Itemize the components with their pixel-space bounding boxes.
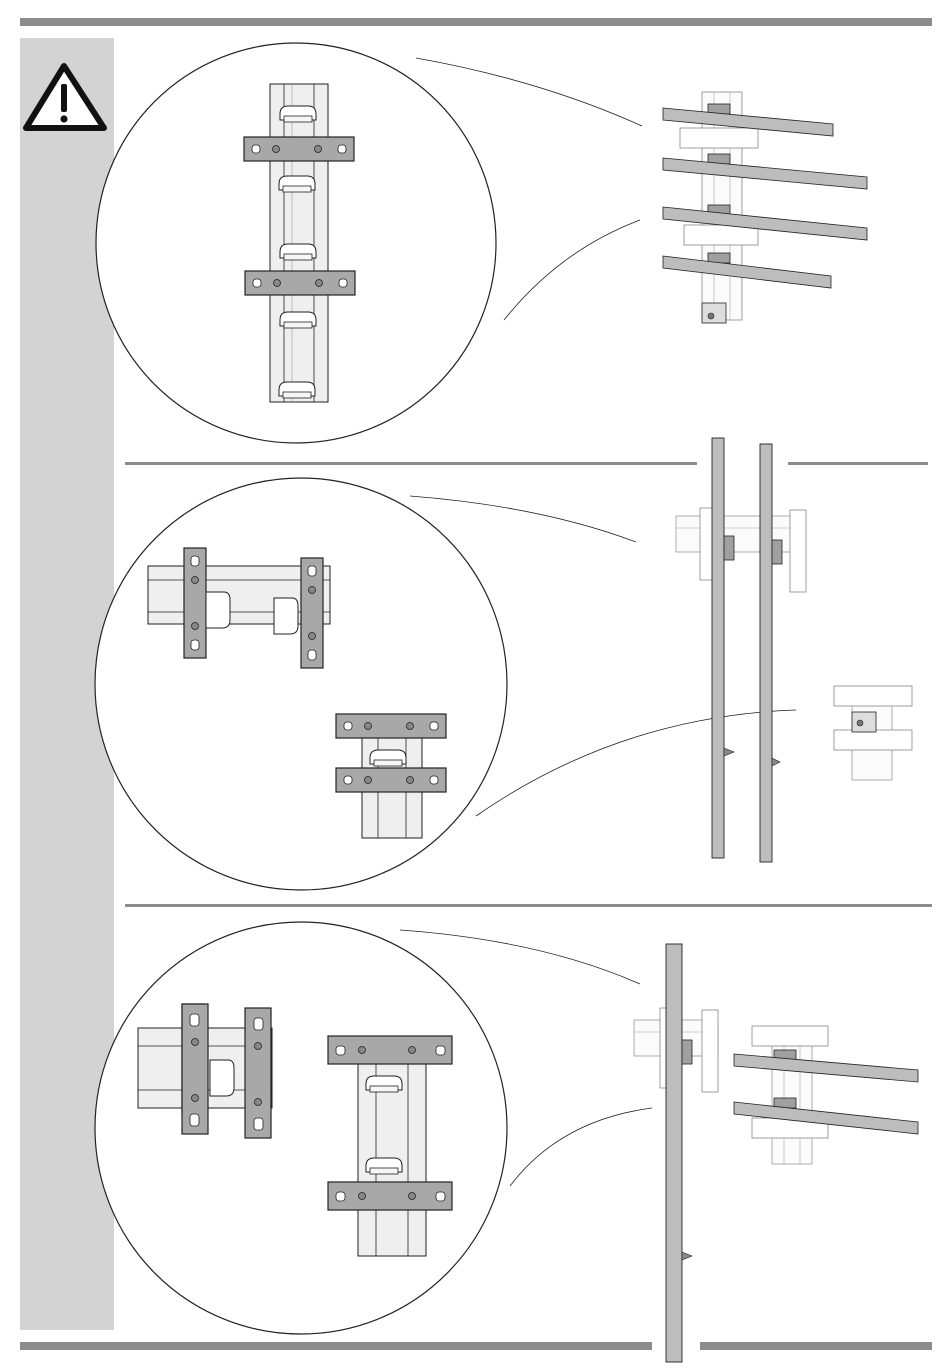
step-2-overview	[676, 438, 912, 862]
step-2-detail-circle	[95, 478, 507, 890]
step-3-detail-circle	[95, 922, 507, 1334]
leader-line	[504, 220, 640, 320]
warning-triangle-icon	[26, 66, 104, 128]
step-3-overview	[634, 944, 918, 1362]
step-1-overview	[663, 92, 867, 323]
leader-line	[476, 710, 796, 816]
step-1-detail-circle	[96, 43, 496, 443]
leader-line	[510, 1108, 652, 1186]
